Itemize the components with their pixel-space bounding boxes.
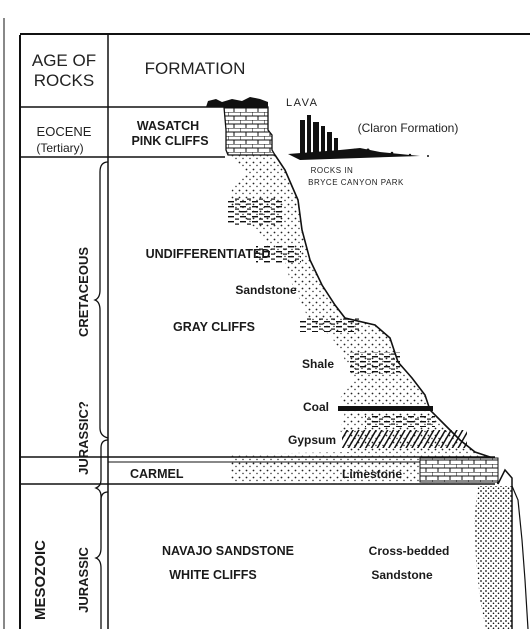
rock-shale: Shale (302, 357, 334, 371)
formation-undifferentiated: UNDIFFERENTIATED (146, 247, 271, 261)
age-jurassic: JURASSIC (76, 547, 91, 613)
rock-bryce-1: ROCKS IN (311, 166, 354, 175)
rock-claron: (Claron Formation) (358, 121, 459, 135)
shale-layers (228, 198, 435, 427)
rock-lava: LAVA (286, 97, 319, 109)
bryce-canyon-rocks-sketch (288, 115, 429, 160)
age-tertiary: (Tertiary) (36, 141, 83, 155)
cliff-mask (109, 158, 355, 456)
formation-gray-cliffs: GRAY CLIFFS (173, 320, 255, 334)
lava-cap (206, 97, 268, 107)
header-age-of-rocks-2: ROCKS (34, 71, 94, 90)
age-eocene: EOCENE (37, 124, 92, 139)
header-age-of-rocks-1: AGE OF (32, 51, 96, 70)
header-formation: FORMATION (145, 59, 246, 78)
age-braces (93, 161, 109, 629)
rock-coal: Coal (303, 400, 329, 414)
navajo-cliff-outline (497, 468, 513, 629)
wasatch-brick-block (223, 106, 277, 156)
navajo-cliff-edge (511, 485, 529, 629)
formation-white-cliffs: WHITE CLIFFS (169, 568, 257, 582)
rock-cross-bedded-2: Sandstone (371, 568, 433, 582)
rock-sandstone: Sandstone (235, 283, 297, 297)
rock-gypsum: Gypsum (288, 433, 336, 447)
rock-bryce-2: BRYCE CANYON PARK (308, 178, 404, 187)
carmel-limestone-band (419, 457, 499, 483)
coal-seam (338, 406, 433, 411)
rock-cross-bedded-1: Cross-bedded (369, 544, 450, 558)
age-jurassic-q: JURASSIC? (76, 401, 91, 475)
age-mesozoic: MESOZOIC (32, 540, 49, 620)
formation-pink-cliffs: PINK CLIFFS (131, 134, 208, 148)
formation-navajo: NAVAJO SANDSTONE (162, 544, 294, 558)
gypsum-layer (342, 430, 467, 448)
age-cretaceous: CRETACEOUS (76, 247, 91, 337)
rock-limestone: Limestone (342, 467, 402, 481)
navajo-sandstone-cliff (474, 486, 512, 629)
cliff-outline (274, 154, 499, 485)
formation-carmel: CARMEL (130, 467, 184, 481)
formation-wasatch: WASATCH (137, 119, 199, 133)
